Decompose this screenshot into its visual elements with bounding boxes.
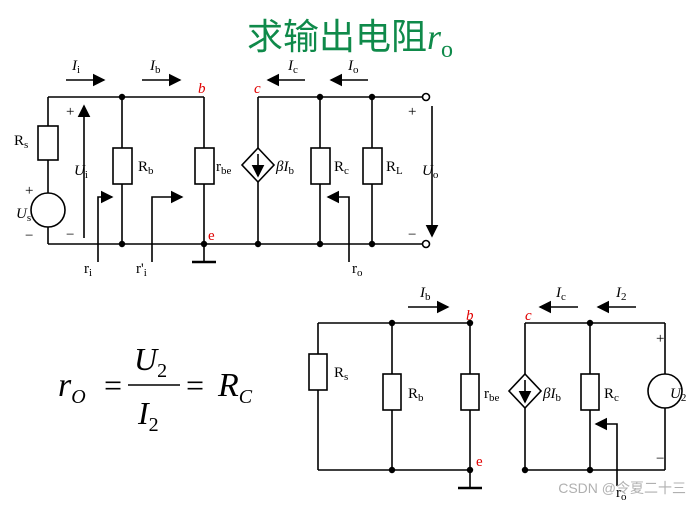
c2-rs-label: Rs <box>334 365 348 383</box>
c2-u2-minus: − <box>656 451 664 467</box>
c1-ri-label: ri <box>84 261 92 279</box>
c1-out-terminal-bottom <box>421 239 431 249</box>
c1-ic-label: Ic <box>287 58 298 76</box>
c1-us-label: Us <box>16 206 31 224</box>
c2-rc-resistor <box>580 373 600 411</box>
c1-rl-label: RL <box>386 159 403 177</box>
c1-rbe-resistor <box>194 147 215 185</box>
c2-rb-label: Rb <box>408 386 424 404</box>
c1-rb-label: Rb <box>138 159 154 177</box>
c1-rb-resistor <box>112 147 133 185</box>
c1-ro-pointer <box>326 190 350 262</box>
c1-rc-label: Rc <box>334 159 349 177</box>
c1-rs-label: Rs <box>14 133 28 151</box>
circuit-1 <box>30 73 439 264</box>
formula-lhs: rO <box>58 367 86 408</box>
c1-ui-minus: − <box>66 227 74 243</box>
c2-rc-label: Rc <box>604 386 619 404</box>
c1-junctions <box>118 93 376 248</box>
title-sub: o <box>441 37 454 64</box>
formula-num: U2 <box>134 341 167 382</box>
c1-rpi-pointer <box>151 190 184 262</box>
c1-us-minus: − <box>25 228 33 244</box>
c2-junctions <box>388 319 594 474</box>
c1-ri-pointer <box>97 190 114 262</box>
c1-labels: Ii Ib Ic Io b c e Rs Rb rbe βIb Rc RL + … <box>14 58 439 279</box>
c2-dep-label: βIb <box>542 386 561 404</box>
c2-ib-label: Ib <box>419 285 431 303</box>
c1-rpi-label: r'i <box>136 261 147 279</box>
formula-eq-2: = <box>186 367 204 403</box>
c1-ui-label: Ui <box>74 163 88 181</box>
c1-ii-label: Ii <box>71 58 80 76</box>
c2-ic-label: Ic <box>555 285 566 303</box>
c1-node-b: b <box>198 81 206 97</box>
c1-dep-label: βIb <box>275 159 294 177</box>
c2-rbe-resistor <box>460 373 480 411</box>
c2-node-c: c <box>525 308 532 324</box>
c2-rbe-label: rbe <box>484 386 500 404</box>
c2-u2-plus: + <box>656 331 664 347</box>
c1-rbe-label: rbe <box>216 159 232 177</box>
c2-rb-resistor <box>382 373 402 411</box>
watermark: CSDN @令夏二十三 <box>558 480 686 496</box>
c1-rc-resistor <box>310 147 331 185</box>
c2-ro-pointer <box>594 417 618 486</box>
c1-node-c: c <box>254 81 261 97</box>
formula: rO = U2 I2 = RC <box>58 341 253 436</box>
c1-rs-resistor <box>37 125 59 161</box>
c1-ib-label: Ib <box>149 58 161 76</box>
c1-node-e: e <box>208 228 215 244</box>
page-title: 求输出电阻ro <box>0 8 700 64</box>
c2-node-b: b <box>466 308 474 324</box>
c1-ro-label: ro <box>352 261 363 279</box>
title-text: 求输出电阻 <box>246 17 427 57</box>
c1-uo-plus: + <box>408 104 416 120</box>
c2-node-e: e <box>476 454 483 470</box>
formula-eq-1: = <box>104 367 122 403</box>
c1-rl-resistor <box>362 147 383 185</box>
c1-io-label: Io <box>347 58 359 76</box>
c2-rs-resistor <box>308 353 328 391</box>
c2-ro-label: ro <box>616 485 627 503</box>
formula-rhs: RC <box>217 367 253 408</box>
c2-labels: Ib Ic I2 b c e Rs Rb rbe βIb Rc + U2 − r… <box>334 285 686 503</box>
c2-i2-label: I2 <box>615 285 627 303</box>
c1-us-source <box>30 192 66 228</box>
c1-out-terminal-top <box>421 92 431 102</box>
circuit-2 <box>308 300 683 490</box>
c1-us-plus: + <box>25 183 33 199</box>
formula-den: I2 <box>137 395 159 436</box>
c1-uo-label: Uo <box>422 163 439 181</box>
c1-ui-plus: + <box>66 104 74 120</box>
c2-u2-label: U2 <box>670 386 686 404</box>
c1-uo-minus: − <box>408 227 416 243</box>
title-var: r <box>427 17 442 57</box>
